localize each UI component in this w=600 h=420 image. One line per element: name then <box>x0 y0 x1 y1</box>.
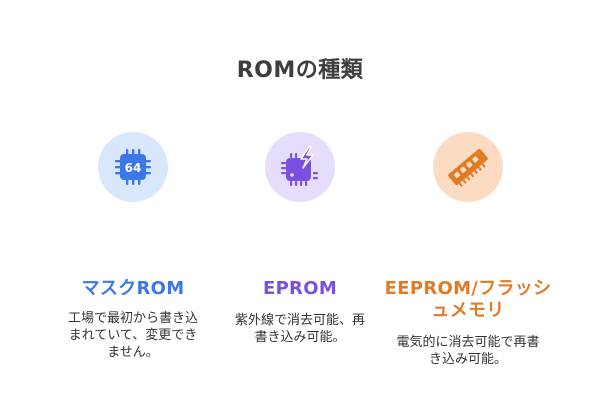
chip-lightning-icon <box>281 146 318 186</box>
description-eprom: 紫外線で消去可能、再書き込み可能。 <box>234 313 365 345</box>
memory-stick-icon <box>448 148 488 187</box>
chip-64-icon: 64 <box>115 149 151 185</box>
heading-eprom: EPROM <box>262 278 338 299</box>
column-eprom: EPROM 紫外線で消去可能、再書き込み可能。 <box>215 132 385 346</box>
description-eeprom: 電気的に消去可能で再書き込み可能。 <box>396 335 540 367</box>
page-title: ROMの種類 <box>236 58 364 83</box>
chip-lightning-icon-circle <box>265 132 335 202</box>
heading-eeprom: EEPROM/フラッシュメモリ <box>384 278 552 321</box>
column-mask-rom: 64 マスクROM 工場で最初から書き込まれていて、変更できません。 <box>48 132 218 361</box>
description-mask-rom: 工場で最初から書き込まれていて、変更できません。 <box>67 311 198 360</box>
column-eeprom: EEPROM/フラッシュメモリ 電気的に消去可能で再書き込み可能。 <box>383 132 553 368</box>
memory-stick-icon-circle <box>433 132 503 202</box>
svg-text:64: 64 <box>125 161 142 175</box>
chip-64-icon-circle: 64 <box>98 132 168 202</box>
heading-mask-rom: マスクROM <box>81 278 185 299</box>
